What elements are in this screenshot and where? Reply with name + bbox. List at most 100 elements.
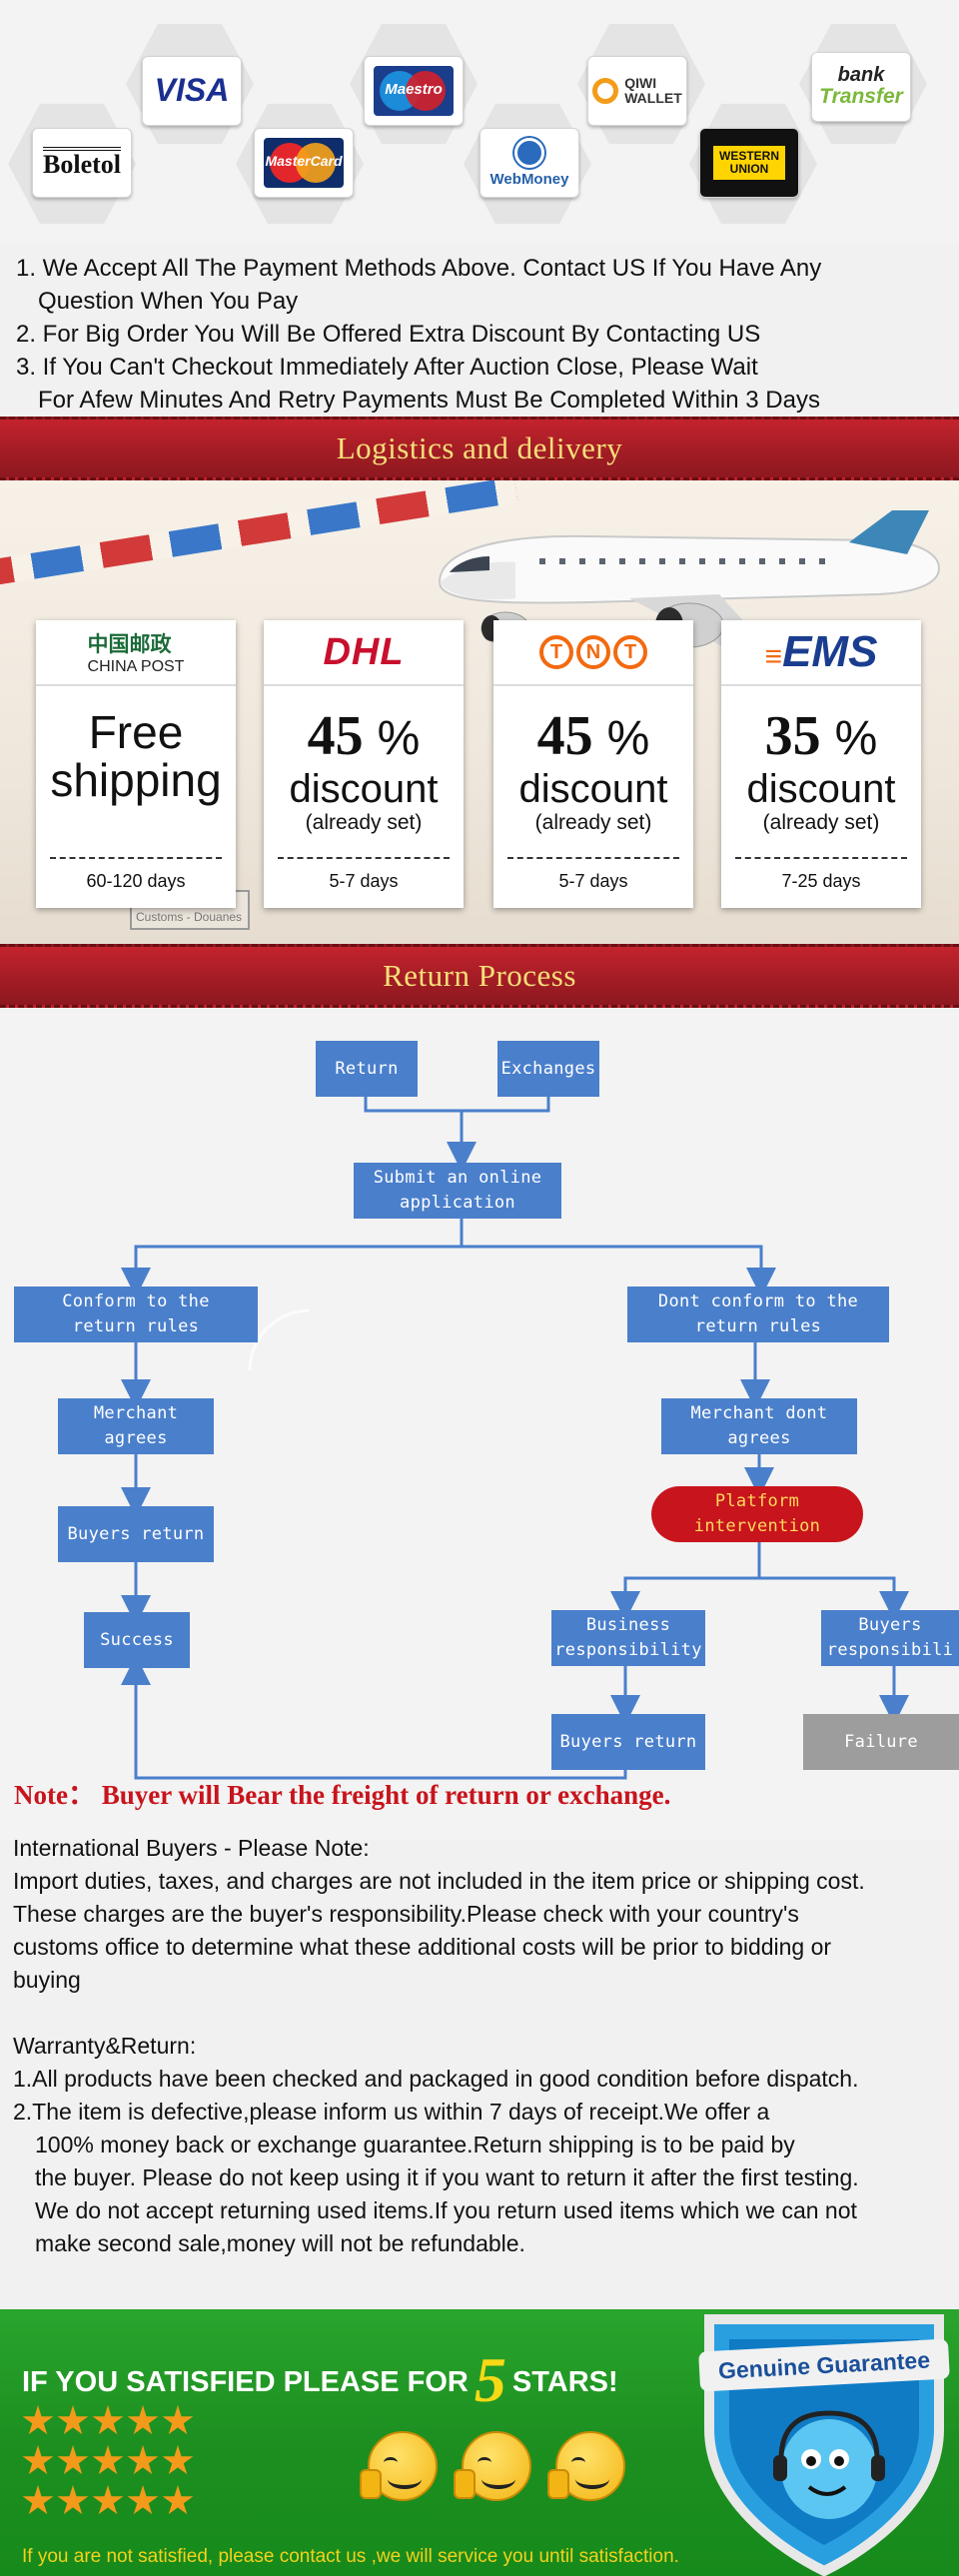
flow-node-buyers-return-right: Buyers return	[551, 1714, 705, 1770]
flow-node-label: return rules	[72, 1316, 200, 1336]
union-label: UNION	[729, 162, 769, 176]
return-process-banner: Return Process	[0, 944, 959, 1008]
webmoney-logo: WebMoney	[480, 128, 579, 198]
flow-node-label: Success	[100, 1629, 174, 1650]
warranty-text: 2.The item is defective,please inform us…	[13, 2099, 770, 2125]
star-icon	[162, 2405, 194, 2435]
percent-sign: %	[377, 712, 421, 765]
decorative-arc	[248, 1308, 311, 1371]
flow-node-submit-application: Submit an online application	[354, 1163, 561, 1219]
flow-node-return: Return	[316, 1041, 418, 1097]
star-icon	[57, 2485, 89, 2515]
star-row	[22, 2445, 194, 2477]
star-icon	[162, 2485, 194, 2515]
flow-node-label: intervention	[693, 1516, 821, 1536]
payment-note: Question When You Pay	[38, 288, 299, 315]
discount-percent: 35	[764, 705, 821, 767]
warranty-heading: Warranty&Return:	[13, 2033, 197, 2059]
customs-stamp-label: Customs - Douanes	[136, 910, 243, 924]
star-icon	[92, 2405, 124, 2435]
genuine-guarantee-badge: Genuine Guarantee	[698, 2314, 950, 2576]
wallet-label: WALLET	[624, 90, 682, 106]
flow-node-success: Success	[84, 1612, 190, 1668]
star-icon	[57, 2405, 89, 2435]
maestro-logo: Maestro	[364, 56, 464, 126]
star-icon	[57, 2445, 89, 2475]
flow-node-label: Platform	[714, 1491, 800, 1511]
qiwi-icon	[592, 78, 619, 104]
flow-node-label: Return	[335, 1058, 399, 1079]
flow-node-label: Dont conform to the	[657, 1291, 859, 1311]
flow-node-merchant-agrees: Merchant agrees	[58, 1398, 214, 1454]
flow-node-not-conform-rules: Dont conform to the return rules	[627, 1287, 889, 1342]
visa-logo: VISA	[142, 56, 242, 126]
logistics-banner: Logistics and delivery	[0, 417, 959, 480]
connector	[121, 1655, 627, 1780]
warranty-text: the buyer. Please do not keep using it i…	[35, 2164, 859, 2190]
webmoney-label: WebMoney	[489, 171, 569, 189]
ems-logo: ≡EMS	[765, 627, 878, 677]
star-icon	[22, 2405, 54, 2435]
transfer-label: Transfer	[819, 85, 903, 109]
return-process-flowchart: Return Exchanges Submit an online applic…	[0, 1011, 959, 1840]
flow-node-label: return rules	[694, 1316, 822, 1336]
globe-icon	[514, 138, 544, 169]
connector	[610, 1540, 761, 1621]
boletol-logo: Boletol	[32, 128, 132, 198]
flow-node-label: Merchant dont agrees	[690, 1403, 828, 1448]
star-icon	[92, 2485, 124, 2515]
headline-five: 5	[474, 2344, 506, 2415]
discount-percent: 45	[307, 705, 364, 767]
mastercard-logo: MasterCard	[254, 128, 354, 198]
delivery-days: 60-120 days	[50, 857, 222, 892]
satisfaction-footer: If you are not satisfied, please contact…	[22, 2546, 679, 2567]
connector	[759, 1576, 909, 1621]
international-buyers-heading: International Buyers - Please Note:	[13, 1835, 370, 1861]
thumbs-up-icon	[454, 2469, 476, 2499]
western-label: WESTERN	[719, 149, 779, 164]
thumbs-up-icon	[547, 2469, 569, 2499]
delivery-days: 5-7 days	[507, 857, 679, 892]
headline-text: STARS!	[511, 2366, 618, 2398]
flow-node-label: Submit an online	[373, 1168, 542, 1188]
flow-node-conform-rules: Conform to the return rules	[14, 1287, 258, 1342]
already-set-label: (already set)	[762, 811, 880, 834]
payment-note: 1. We Accept All The Payment Methods Abo…	[16, 255, 822, 282]
already-set-label: (already set)	[305, 811, 423, 834]
flow-node-merchant-disagrees: Merchant dont agrees	[661, 1398, 857, 1454]
thumbs-up-icon	[360, 2469, 382, 2499]
star-icon	[127, 2485, 159, 2515]
tnt-letter: T	[539, 635, 573, 669]
connector	[121, 1217, 464, 1297]
flow-node-buyers-return-left: Buyers return	[58, 1506, 214, 1562]
discount-label: discount	[518, 767, 668, 811]
warranty-text: make second sale,money will not be refun…	[35, 2230, 525, 2256]
flow-node-label: Buyers return	[67, 1523, 205, 1544]
notice-text: customs office to determine what these a…	[13, 1934, 832, 1960]
dhl-logo: DHL	[323, 630, 405, 674]
payment-note: 2. For Big Order You Will Be Offered Ext…	[16, 321, 761, 348]
flow-node-exchanges: Exchanges	[497, 1041, 599, 1097]
ems-label: EMS	[782, 627, 878, 676]
tnt-letter: T	[613, 635, 647, 669]
star-icon	[92, 2445, 124, 2475]
qiwi-label: QIWI	[624, 75, 657, 92]
flow-node-label: responsibili	[826, 1640, 954, 1660]
bank-label: bank	[837, 64, 885, 87]
flow-node-failure: Failure	[803, 1714, 959, 1770]
star-icon	[22, 2485, 54, 2515]
flow-node-label: Business	[585, 1615, 671, 1635]
free-label: Free	[88, 706, 184, 758]
star-row	[22, 2485, 194, 2517]
notice-text: These charges are the buyer's responsibi…	[13, 1901, 799, 1927]
